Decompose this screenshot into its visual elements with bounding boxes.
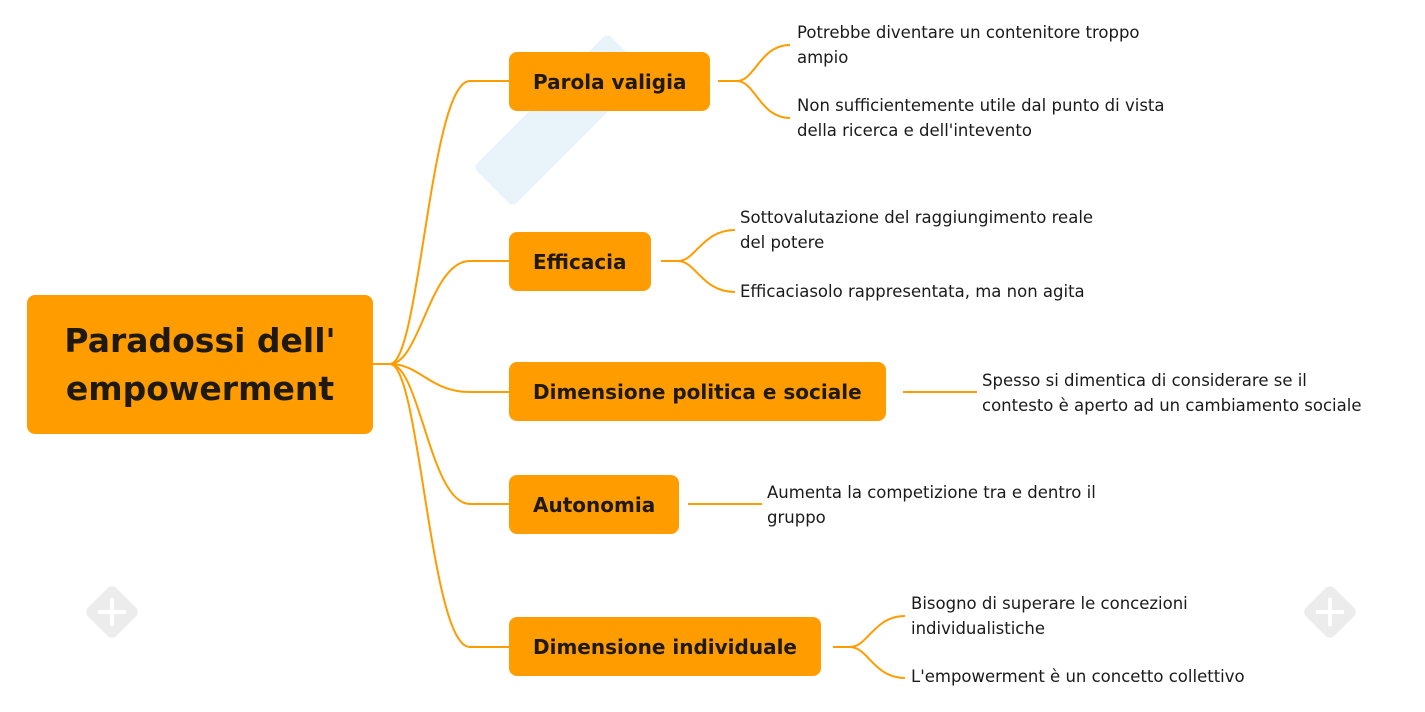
topic-efficacia[interactable]: Efficacia — [509, 232, 651, 291]
subtopic-line: individualistiche — [911, 619, 1045, 638]
subtopic[interactable]: Efficaciasolo rappresentata, ma non agit… — [740, 279, 1085, 304]
subtopic-line: del potere — [740, 233, 825, 252]
central-topic-line1: Paradossi dell' — [64, 320, 336, 360]
connector — [373, 80, 509, 365]
connector — [373, 363, 509, 393]
connector — [373, 363, 509, 505]
subtopic-line: Bisogno di superare le concezioni — [911, 594, 1188, 613]
subtopic-line: Sottovalutazione del raggiungimento real… — [740, 208, 1094, 227]
connector — [833, 646, 906, 679]
connector — [718, 44, 791, 82]
subtopic[interactable]: L'empowerment è un concetto collettivo — [911, 664, 1245, 689]
connector — [833, 615, 906, 648]
xmind-watermark — [1304, 586, 1356, 638]
subtopic-line: Spesso si dimentica di considerare se il — [982, 371, 1307, 390]
central-topic-line2: empowerment — [65, 368, 335, 408]
connector — [661, 229, 736, 262]
subtopic-line: Potrebbe diventare un contenitore troppo — [797, 23, 1140, 42]
subtopic[interactable]: Bisogno di superare le concezioni indivi… — [911, 591, 1188, 641]
subtopic-line: L'empowerment è un concetto collettivo — [911, 667, 1245, 686]
connector — [718, 80, 791, 119]
subtopic-line: gruppo — [767, 508, 826, 527]
subtopic[interactable]: Potrebbe diventare un contenitore troppo… — [797, 20, 1140, 70]
xmind-watermark — [86, 586, 138, 638]
subtopic-line: contesto è aperto ad un cambiamento soci… — [982, 396, 1362, 415]
subtopic-line: Aumenta la competizione tra e dentro il — [767, 483, 1096, 502]
subtopic-line: Efficaciasolo rappresentata, ma non agit… — [740, 282, 1085, 301]
topic-dimensione-politica-sociale[interactable]: Dimensione politica e sociale — [509, 362, 886, 421]
subtopic[interactable]: Spesso si dimentica di considerare se il… — [982, 368, 1361, 418]
subtopic[interactable]: Aumenta la competizione tra e dentro il … — [767, 480, 1096, 530]
subtopic[interactable]: Non sufficientemente utile dal punto di … — [797, 93, 1165, 143]
topic-autonomia[interactable]: Autonomia — [509, 475, 680, 534]
subtopic-line: ampio — [797, 48, 849, 67]
subtopic[interactable]: Sottovalutazione del raggiungimento real… — [740, 205, 1093, 255]
topic-parola-valigia[interactable]: Parola valigia — [509, 52, 711, 111]
connector — [373, 260, 509, 365]
connector — [661, 260, 736, 293]
topic-dimensione-individuale[interactable]: Dimensione individuale — [509, 617, 821, 676]
connector — [373, 363, 509, 648]
subtopic-line: Non sufficientemente utile dal punto di … — [797, 96, 1165, 115]
subtopic-line: della ricerca e dell'intevento — [797, 121, 1032, 140]
central-topic[interactable]: Paradossi dell' empowerment — [27, 295, 373, 434]
